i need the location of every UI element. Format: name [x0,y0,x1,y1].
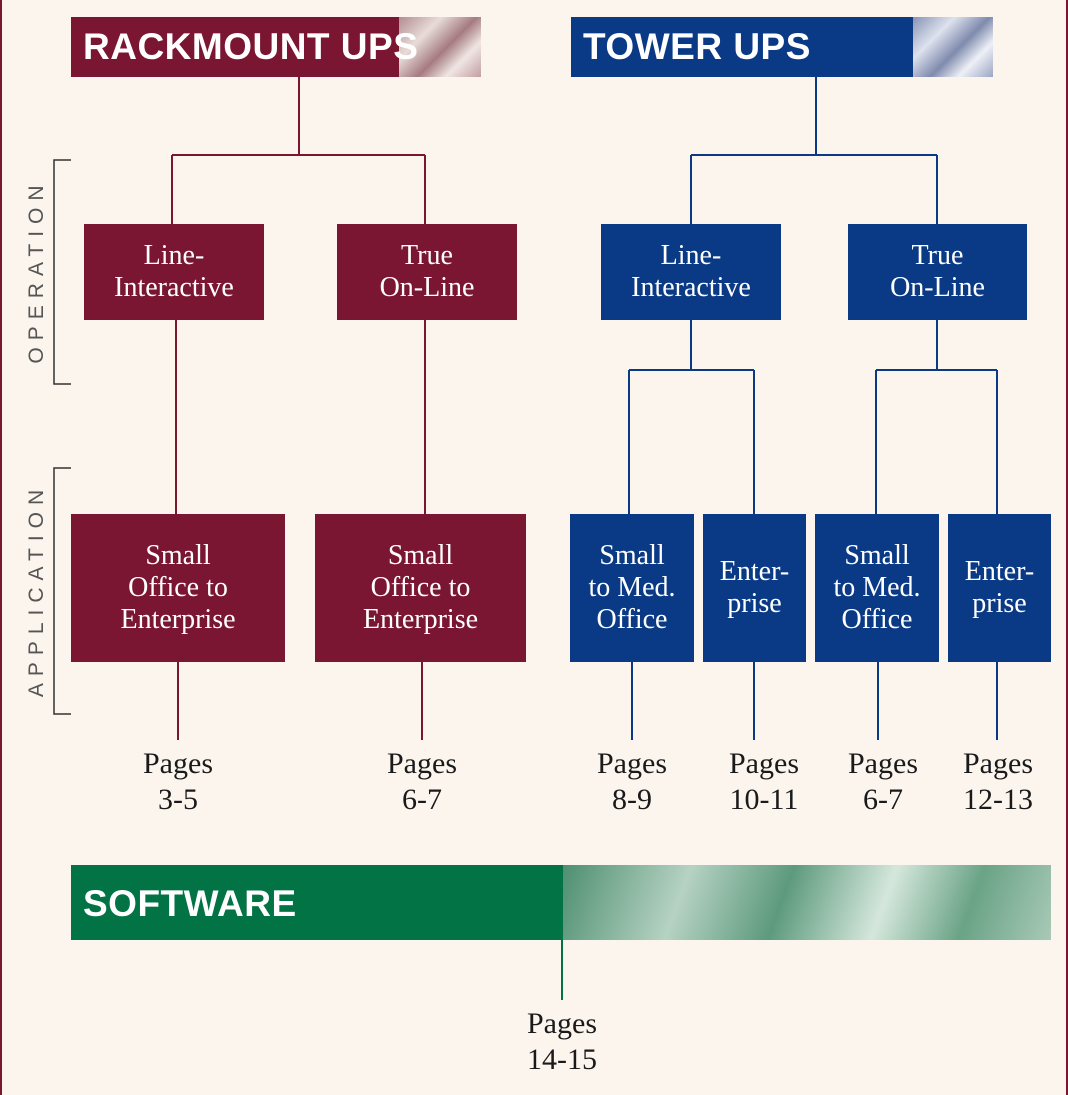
side-brackets [53,159,71,715]
application-label: APPLICATION [25,482,48,698]
tower-photo [913,17,993,77]
rackmount-connectors [171,77,426,740]
pages-rackmount-true-online: Pages 6-7 [387,747,457,816]
pages-tower-li-enterprise: Pages 10-11 [729,747,799,816]
tower-connectors [628,77,998,740]
tower-ups-header: TOWER UPS [571,17,993,77]
tower-true-online-box: True On-Line [848,224,1027,320]
pages-software: Pages 14-15 [527,1007,597,1076]
pages-tower-tol-small-office: Pages 6-7 [848,747,918,816]
rackmount-ups-title: RACKMOUNT UPS [83,26,419,67]
pages-rackmount-line-interactive: Pages 3-5 [143,747,213,816]
software-photo [563,865,1051,940]
rackmount-true-online-box: True On-Line [337,224,517,320]
tower-ups-title: TOWER UPS [583,26,811,67]
rackmount-true-online-application-box: Small Office to Enterprise [315,514,526,662]
operation-label: OPERATION [25,178,48,364]
tower-li-small-to-med-office-box: Small to Med. Office [570,514,694,662]
pages-tower-li-small-office: Pages 8-9 [597,747,667,816]
rackmount-line-interactive-box: Line- Interactive [84,224,264,320]
tower-li-enterprise-box: Enter- prise [703,514,806,662]
software-header: SOFTWARE [71,865,1051,940]
software-title: SOFTWARE [83,883,297,924]
tower-line-interactive-box: Line- Interactive [601,224,781,320]
tower-tol-enterprise-box: Enter- prise [948,514,1051,662]
rackmount-photo [399,17,481,77]
rackmount-line-interactive-application-box: Small Office to Enterprise [71,514,285,662]
rackmount-ups-header: RACKMOUNT UPS [71,17,481,77]
pages-tower-tol-enterprise: Pages 12-13 [963,747,1033,816]
tower-tol-small-to-med-office-box: Small to Med. Office [815,514,939,662]
